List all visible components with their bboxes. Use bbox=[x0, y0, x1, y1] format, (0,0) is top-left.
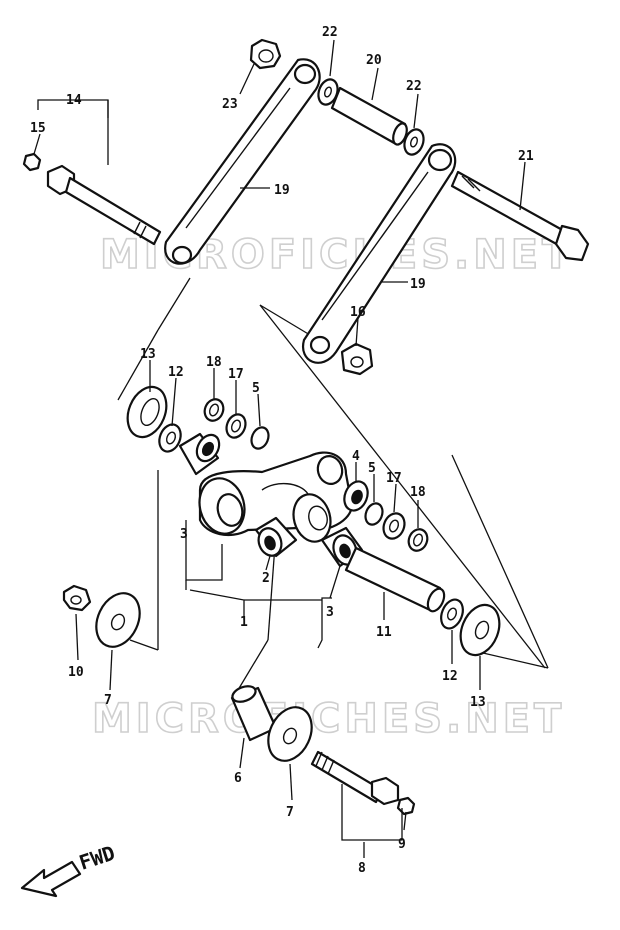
seal-13-left bbox=[126, 385, 168, 439]
callout-19: 19 bbox=[274, 183, 290, 198]
callout-22: 22 bbox=[322, 25, 338, 40]
callout-18: 18 bbox=[410, 485, 426, 500]
callout-13: 13 bbox=[140, 347, 156, 362]
bearing-3-upper bbox=[178, 432, 221, 476]
collar-18-right bbox=[407, 528, 429, 552]
bearing-2 bbox=[254, 516, 298, 558]
fwd-indicator: FWD bbox=[20, 841, 118, 898]
link-rod-19-lower bbox=[301, 143, 457, 364]
ring-17-left bbox=[225, 413, 247, 439]
bolt-14 bbox=[46, 164, 162, 246]
circlip-5-left bbox=[250, 426, 270, 450]
callout-22: 22 bbox=[406, 79, 422, 94]
callout-18: 18 bbox=[206, 355, 222, 370]
callout-1: 1 bbox=[240, 615, 248, 630]
grease-fitting-15 bbox=[22, 152, 42, 172]
washer-7-lower bbox=[267, 706, 313, 762]
callout-6: 6 bbox=[234, 771, 242, 786]
fwd-arrow-icon bbox=[20, 860, 82, 898]
link-rod-19-upper bbox=[164, 58, 321, 265]
callout-17: 17 bbox=[228, 367, 244, 382]
cap-10 bbox=[62, 584, 92, 612]
nut-16 bbox=[340, 342, 374, 376]
callout-14: 14 bbox=[66, 93, 82, 108]
washer-12-right bbox=[440, 598, 464, 630]
callout-21: 21 bbox=[518, 149, 534, 164]
callout-19: 19 bbox=[410, 277, 426, 292]
spacer-20 bbox=[330, 86, 408, 146]
alignment-lines bbox=[117, 277, 549, 691]
cushion-lever-1 bbox=[198, 451, 354, 543]
callout-12: 12 bbox=[442, 669, 458, 684]
callout-5: 5 bbox=[252, 381, 260, 396]
leader-lines bbox=[33, 39, 526, 858]
washer-7-left bbox=[95, 592, 141, 648]
washer-12-left bbox=[158, 423, 182, 453]
callout-17: 17 bbox=[386, 471, 402, 486]
callout-9: 9 bbox=[398, 837, 406, 852]
nut-23 bbox=[249, 38, 282, 70]
callout-3: 3 bbox=[326, 605, 334, 620]
callout-3: 3 bbox=[180, 527, 188, 542]
callout-23: 23 bbox=[222, 97, 238, 112]
callout-20: 20 bbox=[366, 53, 382, 68]
callouts: 22 20 22 21 23 14 15 19 19 16 13 12 18 1… bbox=[30, 25, 534, 876]
collar-18-left bbox=[203, 398, 225, 422]
bearing-4 bbox=[343, 480, 369, 512]
callout-12: 12 bbox=[168, 365, 184, 380]
callout-4: 4 bbox=[352, 449, 360, 464]
callout-11: 11 bbox=[376, 625, 392, 640]
watermark-bottom: MICROFICHES.NET bbox=[92, 696, 565, 742]
callout-13: 13 bbox=[470, 695, 486, 710]
bolt-8 bbox=[310, 750, 400, 806]
callout-5: 5 bbox=[368, 461, 376, 476]
callout-7: 7 bbox=[286, 805, 294, 820]
grease-fitting-9 bbox=[396, 796, 416, 816]
callout-10: 10 bbox=[68, 665, 84, 680]
seal-13-right bbox=[459, 603, 501, 657]
callout-2: 2 bbox=[262, 571, 270, 586]
spacer-11 bbox=[344, 546, 446, 613]
bolt-21 bbox=[450, 170, 590, 262]
ring-17-right bbox=[382, 512, 406, 540]
callout-8: 8 bbox=[358, 861, 366, 876]
callout-16: 16 bbox=[350, 305, 366, 320]
circlip-5-right bbox=[364, 502, 384, 526]
washer-22-right bbox=[403, 128, 425, 156]
fwd-label: FWD bbox=[76, 841, 118, 875]
callout-15: 15 bbox=[30, 121, 46, 136]
callout-7: 7 bbox=[104, 693, 112, 708]
